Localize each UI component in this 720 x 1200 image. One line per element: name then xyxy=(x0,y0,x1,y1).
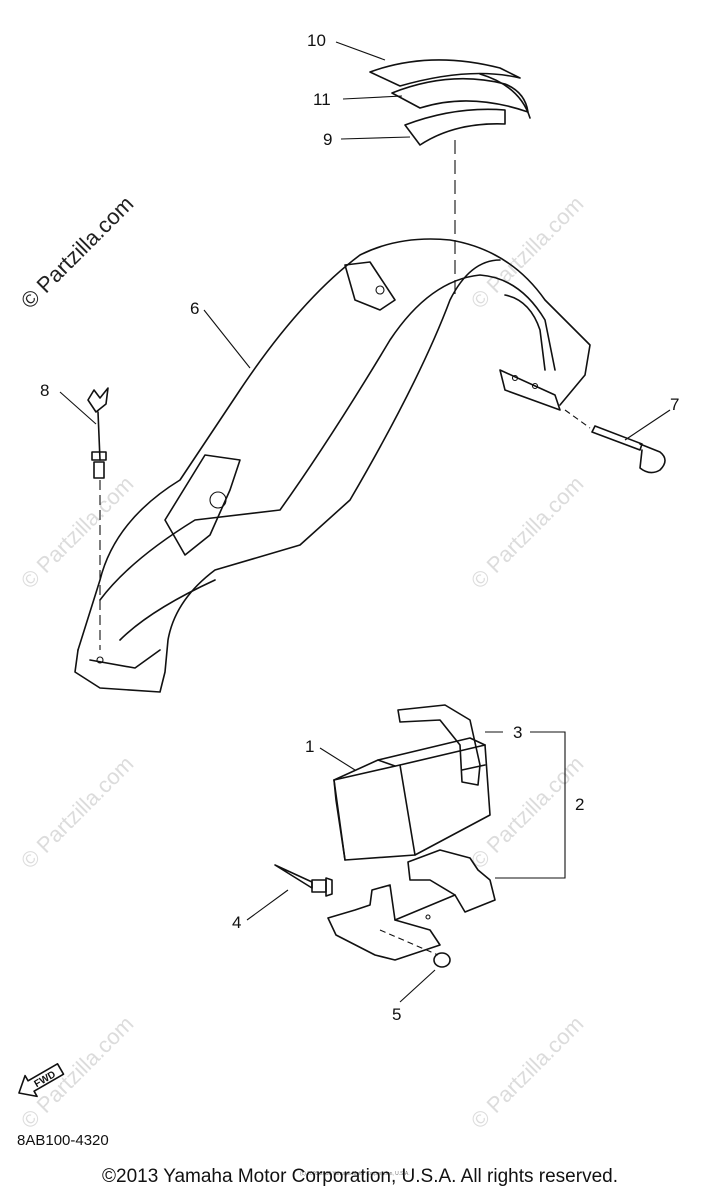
pin-part xyxy=(564,409,666,474)
callout-5: 5 xyxy=(392,1005,401,1024)
battery xyxy=(333,737,491,861)
callout-6: 6 xyxy=(190,299,199,318)
watermark: © Partzilla.com xyxy=(466,191,589,314)
watermark: © Partzilla.com xyxy=(16,1011,139,1134)
callout-11: 11 xyxy=(313,90,331,109)
watermark: © Partzilla.com xyxy=(466,751,589,874)
diagram-code: 8AB100-4320 xyxy=(17,1132,109,1149)
callout-7: 7 xyxy=(670,395,679,414)
leader-lines xyxy=(59,41,671,1003)
callouts: 10 11 9 6 8 7 1 3 2 4 5 xyxy=(40,31,679,1024)
watermark: © Partzilla.com xyxy=(466,471,589,594)
battery-box xyxy=(327,849,496,961)
watermark-main: © Partzilla.com xyxy=(16,191,139,314)
rear-pads xyxy=(369,59,531,146)
watermark: © Partzilla.com xyxy=(16,751,139,874)
watermark: © Partzilla.com xyxy=(466,1011,589,1134)
callout-3: 3 xyxy=(513,723,522,742)
rear-fender xyxy=(74,238,591,693)
nut xyxy=(379,929,451,968)
callout-2: 2 xyxy=(575,795,584,814)
callout-10: 10 xyxy=(307,31,326,50)
wing-bolt xyxy=(87,387,109,650)
copyright-notice: ©2013 Yamaha Motor Corporation, U.S.A. A… xyxy=(102,1166,618,1187)
small-print: (c) 2005-2016 Yamaha Motor Corporation, … xyxy=(300,1171,410,1177)
watermark: © Partzilla.com xyxy=(16,471,139,594)
callout-1: 1 xyxy=(305,737,314,756)
callout-8: 8 xyxy=(40,381,49,400)
battery-band xyxy=(397,704,486,786)
callout-4: 4 xyxy=(232,913,241,932)
callout-9: 9 xyxy=(323,130,332,149)
screw xyxy=(274,864,333,897)
